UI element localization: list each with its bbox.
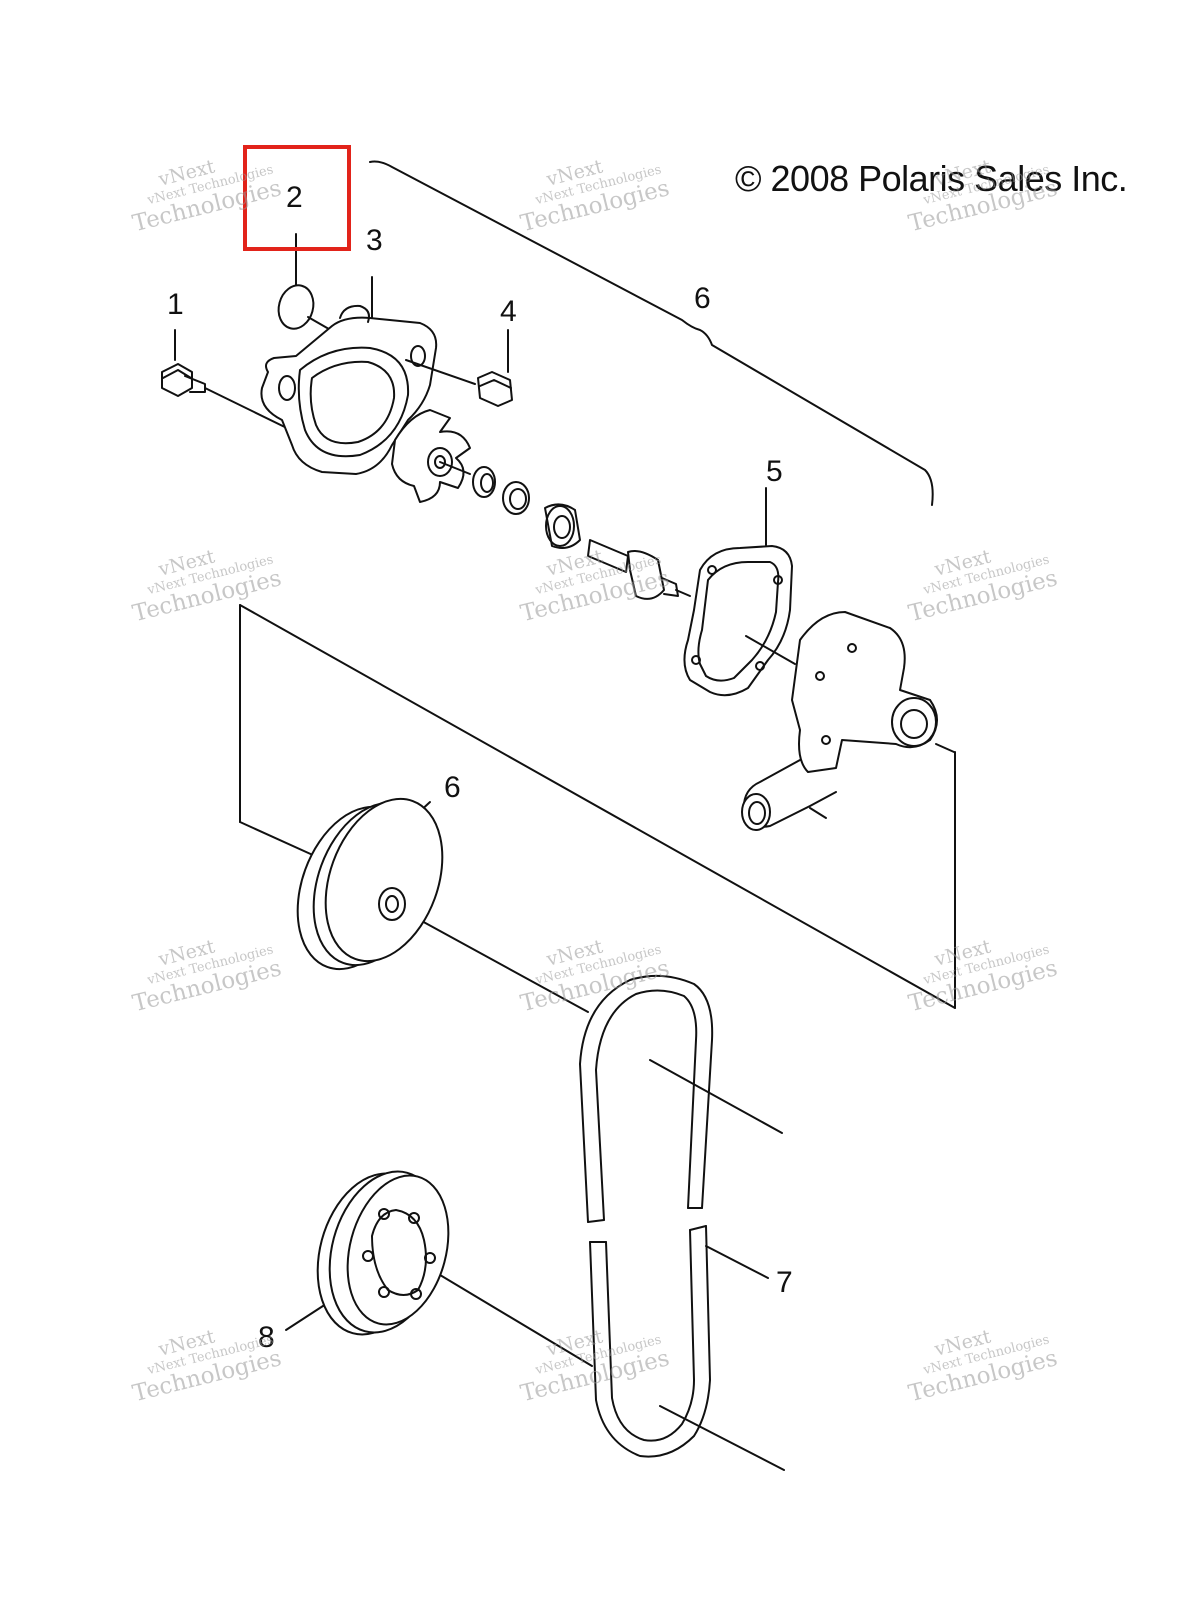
callout-2-highlight bbox=[243, 145, 351, 251]
callout-8[interactable]: 8 bbox=[258, 1321, 275, 1354]
seal-rings bbox=[472, 466, 581, 549]
callout-5[interactable]: 5 bbox=[766, 455, 783, 488]
part-7-belt bbox=[579, 974, 769, 1458]
reference-lines bbox=[239, 604, 956, 1471]
group-6-bracket bbox=[369, 160, 934, 506]
copyright-notice: © 2008 Polaris Sales Inc. bbox=[735, 158, 1128, 199]
pump-shaft bbox=[587, 539, 691, 600]
callout-6-assembly[interactable]: 6 bbox=[694, 282, 711, 315]
callout-6-pulley[interactable]: 6 bbox=[444, 771, 461, 804]
part-3-pump-cover bbox=[260, 276, 476, 475]
callout-1[interactable]: 1 bbox=[167, 288, 184, 321]
impeller bbox=[391, 409, 471, 503]
part-6-pulley bbox=[296, 797, 444, 971]
part-8-pulley bbox=[285, 1170, 450, 1336]
part-4-bolt bbox=[477, 329, 513, 407]
callout-2[interactable]: 2 bbox=[286, 181, 303, 214]
callout-3[interactable]: 3 bbox=[366, 224, 383, 257]
part-1-bolt bbox=[161, 329, 296, 433]
callout-7[interactable]: 7 bbox=[776, 1266, 793, 1299]
pump-housing bbox=[741, 611, 955, 831]
callout-4[interactable]: 4 bbox=[500, 295, 517, 328]
part-5-gasket bbox=[683, 487, 796, 697]
